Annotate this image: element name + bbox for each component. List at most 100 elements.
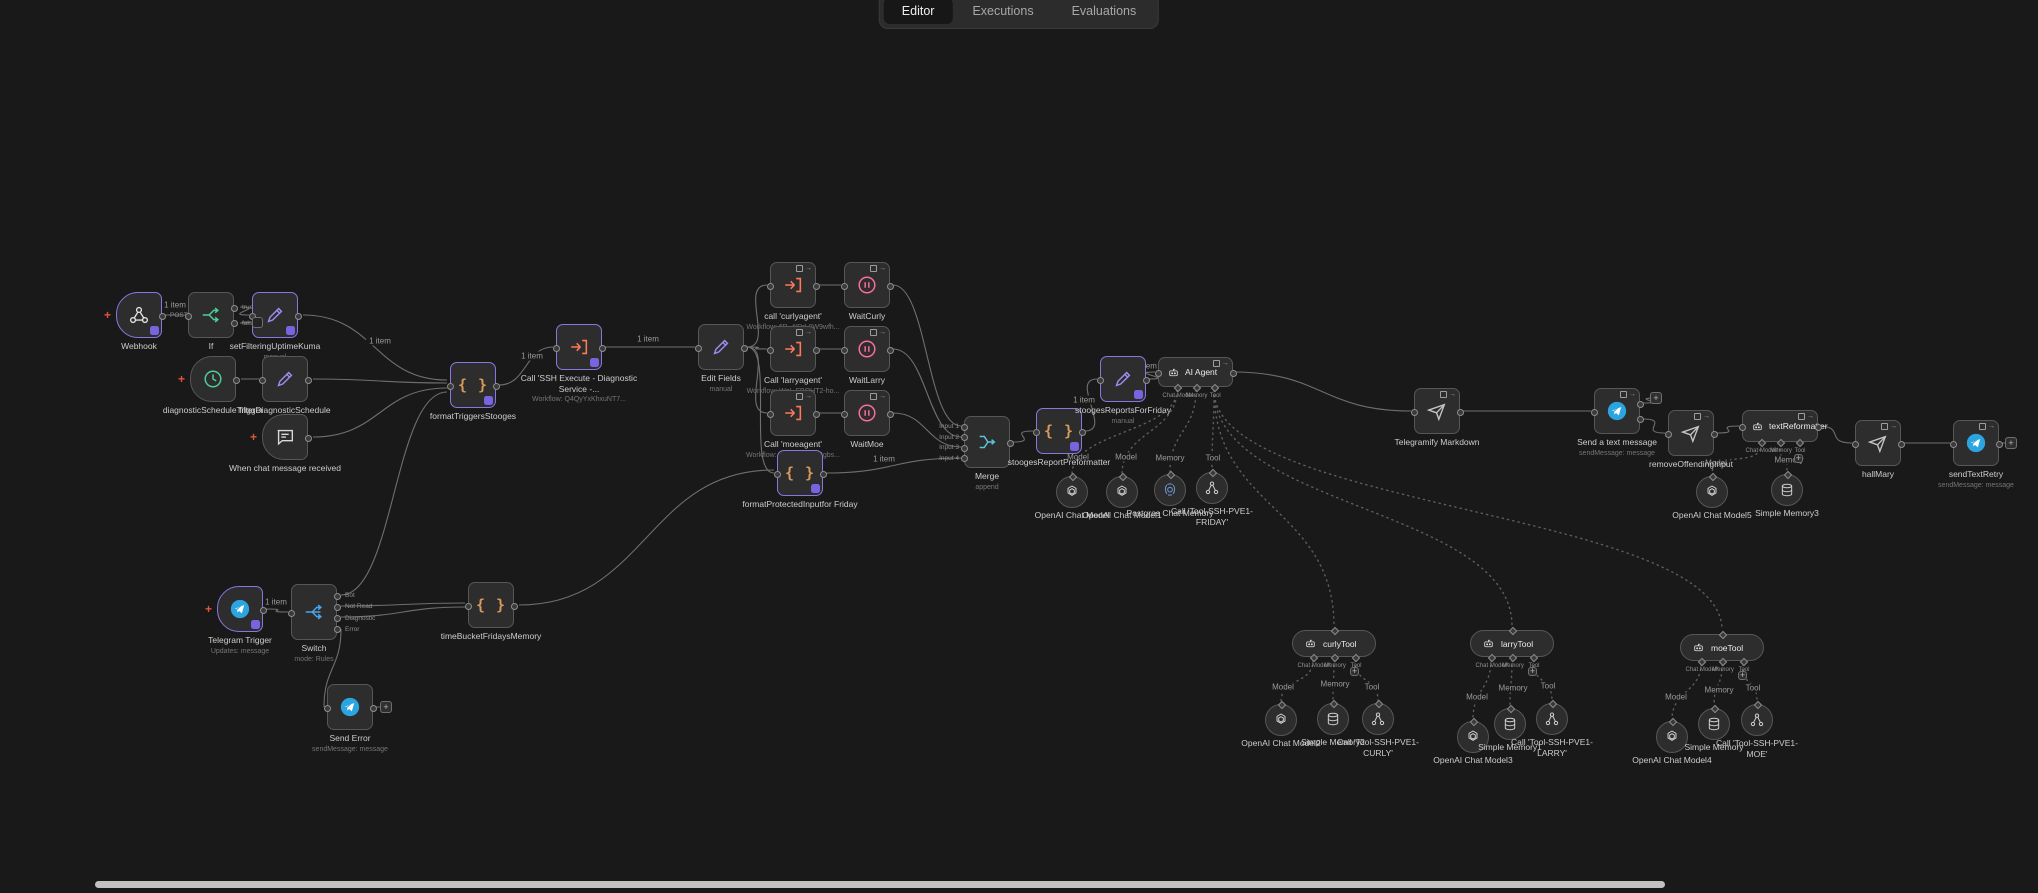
- node-call-tool-ssh-pve1-friday[interactable]: Call 'Tool-SSH-PVE1-FRIDAY': [1171, 468, 1253, 527]
- input-port[interactable]: [185, 312, 192, 320]
- input-port[interactable]: [465, 602, 472, 610]
- input-port[interactable]: [259, 376, 266, 384]
- tab-executions[interactable]: Executions: [972, 4, 1034, 18]
- output-port[interactable]: [887, 346, 894, 354]
- add-node-button[interactable]: +: [380, 701, 392, 713]
- output-port[interactable]: [1898, 440, 1905, 448]
- node-format-protected-input-for-friday[interactable]: { }formatProtectedInputfor Friday: [742, 450, 858, 509]
- input-port[interactable]: [1411, 408, 1418, 416]
- node-when-chat-message-received[interactable]: When chat message received+: [229, 414, 341, 473]
- input-port[interactable]: [841, 282, 848, 290]
- node-set-filtering-uptime-kuma[interactable]: setFilteringUptimeKumamanual: [230, 292, 320, 361]
- node-simple-memory1[interactable]: Simple Memory1: [1478, 704, 1542, 752]
- input-port[interactable]: [1033, 428, 1040, 436]
- output-port[interactable]: [370, 704, 377, 712]
- output-port[interactable]: [1637, 416, 1644, 424]
- node-call-ssh-execute-diagnostic-service[interactable]: Call 'SSH Execute - Diagnostic Service -…: [521, 324, 637, 403]
- input-port[interactable]: [767, 346, 774, 354]
- node-openai-chat-model3[interactable]: OpenAI Chat Model3: [1433, 717, 1513, 765]
- node-wait-larry[interactable]: WaitLarry→: [841, 326, 894, 385]
- add-node-button[interactable]: +: [1528, 666, 1537, 676]
- output-port[interactable]: [1996, 440, 2003, 448]
- output-port[interactable]: [1079, 428, 1086, 436]
- node-call-moeagent[interactable]: Call 'moeagent'Workflow: dmaBa3pJmCgbs..…: [746, 390, 840, 459]
- output-port[interactable]: [231, 320, 238, 328]
- node-call-larryagent[interactable]: Call 'larryagent'Workflow: WoL-FBOHT2-ho…: [747, 326, 839, 395]
- output-port[interactable]: [334, 603, 341, 611]
- node-call-tool-ssh-pve1-curly[interactable]: Call 'Tool-SSH-PVE1-CURLY': [1337, 699, 1419, 758]
- node-simple-memory3[interactable]: Simple Memory3: [1755, 470, 1819, 518]
- node-time-bucket-fridays-memory[interactable]: { }timeBucketFridaysMemory: [441, 582, 541, 641]
- input-port[interactable]: [447, 382, 454, 390]
- input-port[interactable]: [774, 470, 781, 478]
- output-port[interactable]: [334, 626, 341, 634]
- output-port[interactable]: [887, 410, 894, 418]
- node-simple-memory[interactable]: Simple Memory: [1684, 704, 1744, 752]
- input-port[interactable]: [1852, 440, 1859, 448]
- input-port[interactable]: [841, 410, 848, 418]
- input-port[interactable]: [1591, 408, 1598, 416]
- node-simple-memory2[interactable]: Simple Memory2: [1301, 699, 1365, 747]
- output-port[interactable]: [334, 592, 341, 600]
- output-port[interactable]: [1457, 408, 1464, 416]
- input-port[interactable]: [767, 282, 774, 290]
- input-port[interactable]: [1097, 376, 1104, 384]
- input-port[interactable]: [767, 410, 774, 418]
- output-port[interactable]: [1230, 369, 1237, 377]
- node-call-curlyagent[interactable]: call 'curlyagent'Workflow: 6P_4IDrL0W9wf…: [746, 262, 840, 331]
- output-port[interactable]: [813, 346, 820, 354]
- output-port[interactable]: [741, 344, 748, 352]
- node-wait-curly[interactable]: WaitCurly→: [841, 262, 894, 321]
- output-port[interactable]: [813, 282, 820, 290]
- output-port[interactable]: [813, 410, 820, 418]
- output-port[interactable]: [260, 606, 267, 614]
- tab-evaluations[interactable]: Evaluations: [1071, 4, 1137, 18]
- input-port[interactable]: [695, 344, 702, 352]
- node-hall-mary[interactable]: hallMary→: [1852, 420, 1905, 479]
- add-node-button[interactable]: +: [1650, 392, 1662, 404]
- output-port[interactable]: [1637, 400, 1644, 408]
- node-openai-chat-model1[interactable]: OpenAI Chat Model1: [1082, 472, 1162, 520]
- output-port[interactable]: [511, 602, 518, 610]
- tab-editor[interactable]: Editor: [883, 0, 953, 24]
- output-port[interactable]: [295, 312, 302, 320]
- input-port[interactable]: [841, 346, 848, 354]
- node-openai-chat-model5[interactable]: OpenAI Chat Model5: [1672, 472, 1752, 520]
- node-call-tool-ssh-pve1-larry[interactable]: Call 'Tool-SSH-PVE1-LARRY': [1511, 699, 1593, 758]
- add-node-button[interactable]: +: [1794, 453, 1803, 463]
- node-postgres-chat-memory[interactable]: Postgres Chat Memory: [1127, 470, 1213, 518]
- input-port[interactable]: [961, 455, 968, 463]
- branch-endpoint[interactable]: [252, 317, 263, 328]
- input-port[interactable]: [1665, 430, 1672, 438]
- output-port[interactable]: [493, 382, 500, 390]
- input-port[interactable]: [288, 609, 295, 617]
- output-port[interactable]: [334, 615, 341, 623]
- output-port[interactable]: [820, 470, 827, 478]
- node-diagnostic-schedule-trigger[interactable]: diagnosticScheduleTrigger+: [163, 356, 263, 415]
- input-port[interactable]: [324, 704, 331, 712]
- input-port[interactable]: [961, 444, 968, 452]
- horizontal-scrollbar[interactable]: [95, 881, 1665, 888]
- input-port[interactable]: [1739, 423, 1746, 431]
- output-port[interactable]: [1815, 423, 1822, 431]
- input-port[interactable]: [961, 434, 968, 442]
- node-format-triggers-stooges[interactable]: { }formatTriggersStooges: [430, 362, 516, 421]
- node-filter-diagnostic-schedule-trigger[interactable]: filterDiagnosticSchedule Triggermanual: [239, 356, 331, 435]
- output-port[interactable]: [159, 312, 166, 320]
- output-port[interactable]: [233, 376, 240, 384]
- node-telegramify-markdown[interactable]: Telegramify Markdown→: [1394, 388, 1480, 447]
- node-call-tool-ssh-pve1-moe[interactable]: Call 'Tool-SSH-PVE1-MOE': [1716, 700, 1798, 759]
- output-port[interactable]: [305, 376, 312, 384]
